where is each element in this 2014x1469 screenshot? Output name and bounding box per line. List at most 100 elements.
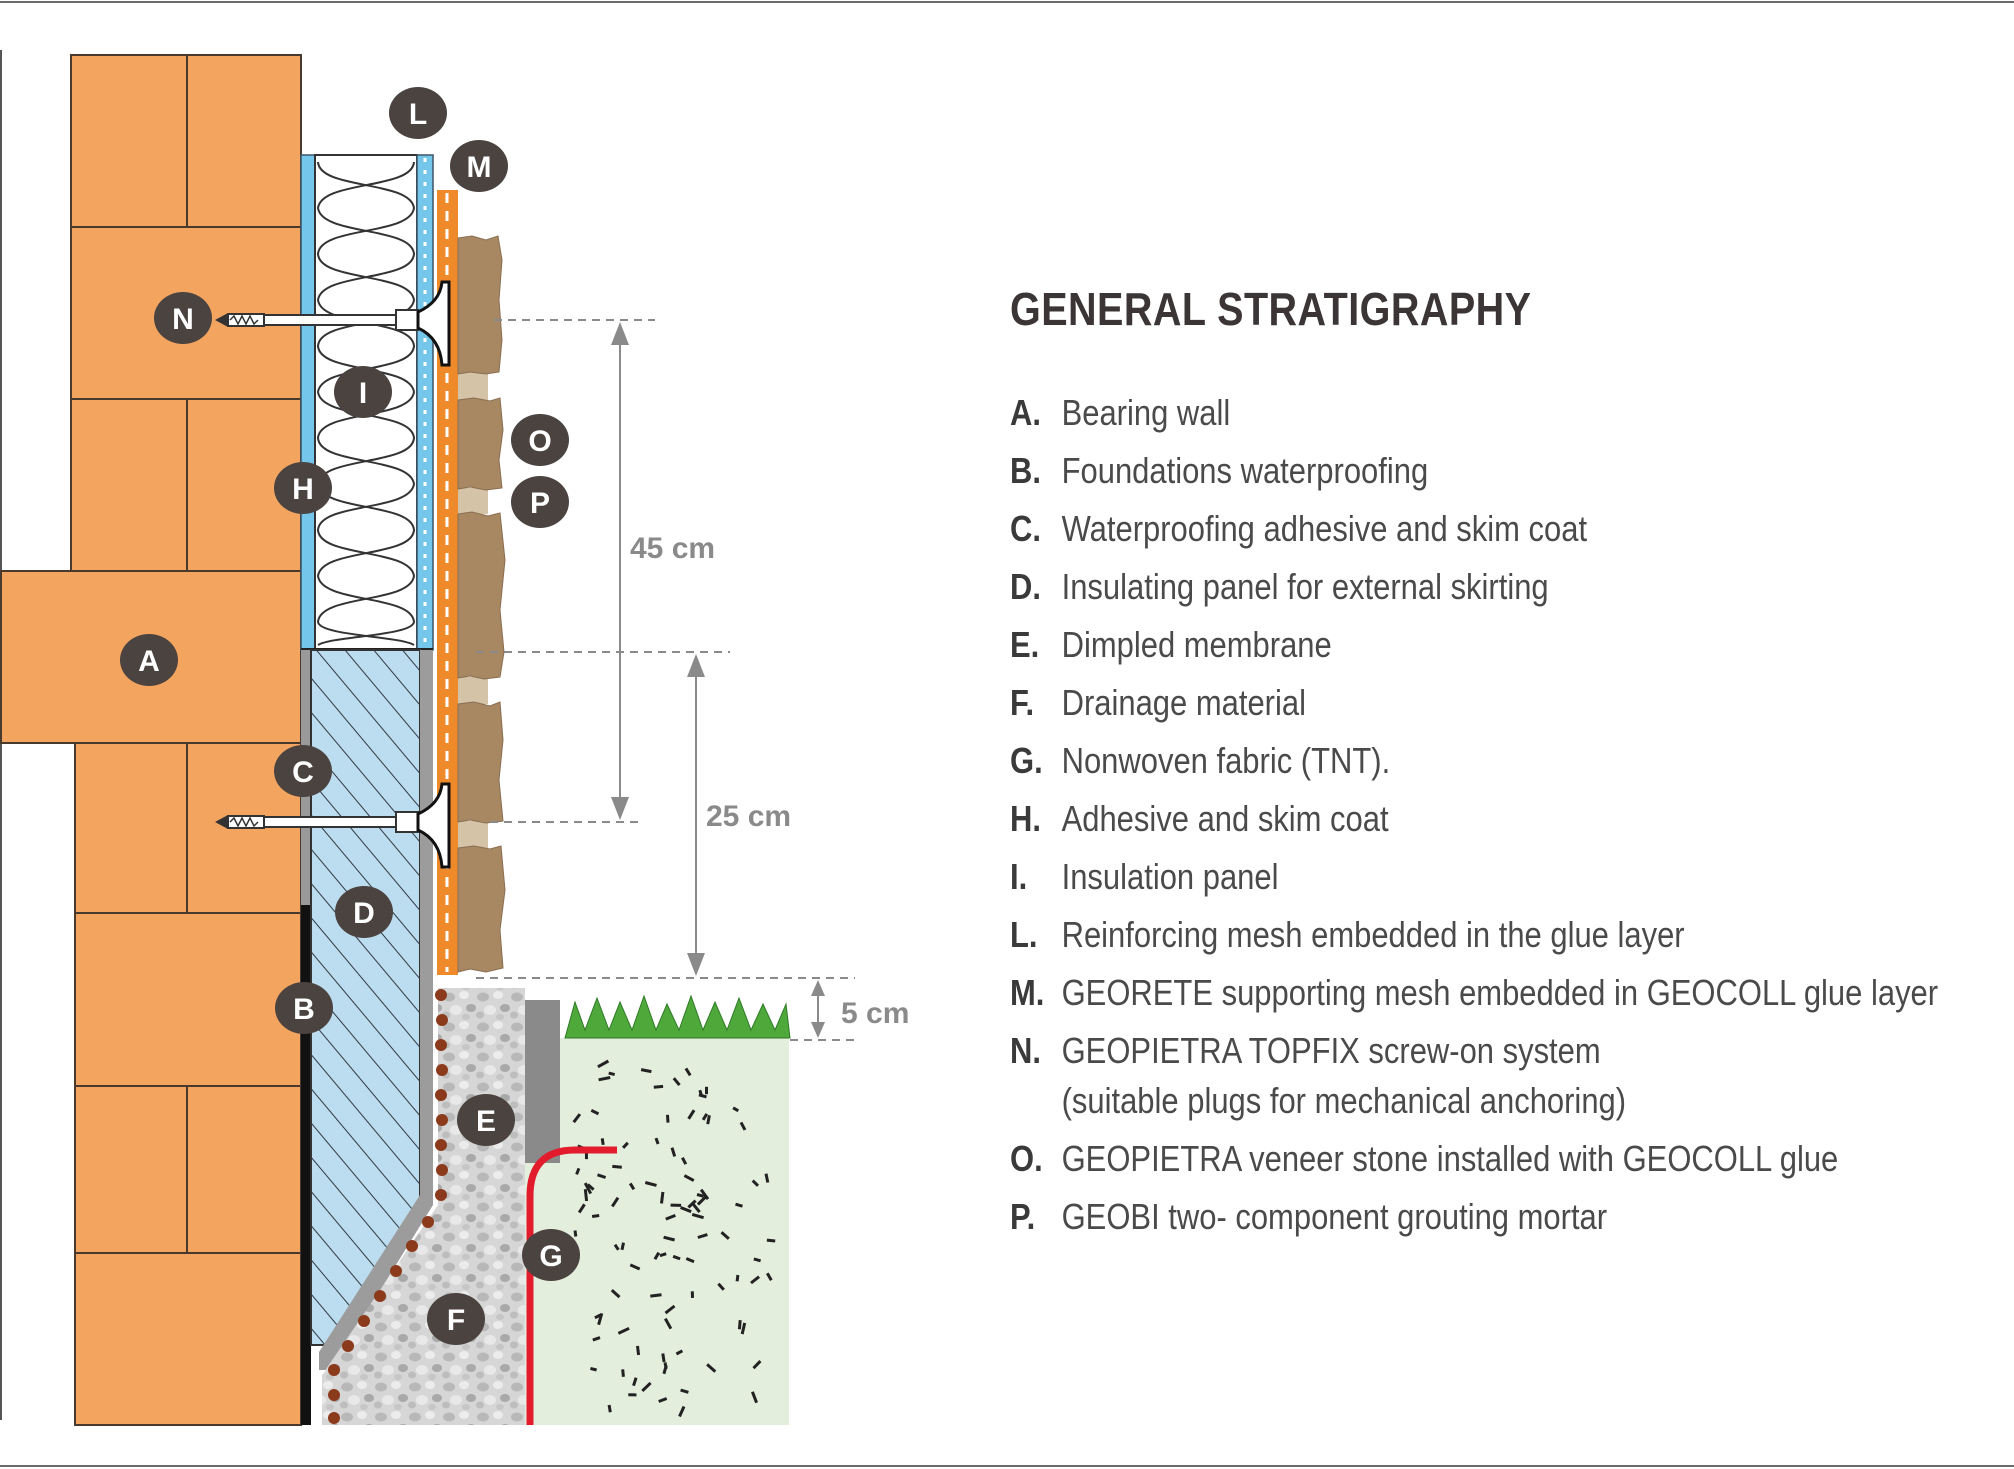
callout-label: I (359, 377, 367, 410)
legend-text: Bearing wall (1062, 388, 1231, 438)
legend-text-line: Insulating panel for external skirting (1061, 566, 1549, 607)
legend-text: GEOPIETRA TOPFIX screw-on system (suitabl… (1062, 1026, 1626, 1126)
legend-item: D.Insulating panel for external skirting (1010, 562, 1861, 612)
legend-text: Dimpled membrane (1062, 620, 1332, 670)
callout-label: O (528, 425, 551, 458)
legend-item: F.Drainage material (1010, 678, 1861, 728)
legend-item: L.Reinforcing mesh embedded in the glue … (1010, 910, 1861, 960)
callout-label: E (476, 1105, 496, 1138)
soil-dash (597, 1059, 610, 1069)
soil-dash (577, 1203, 586, 1214)
legend-text-line: GEOBI two- component grouting mortar (1061, 1196, 1608, 1237)
topfix-screw-upper (215, 280, 451, 367)
callout-n: N (154, 292, 212, 344)
legend-key: B. (1010, 450, 1041, 491)
soil-dash (699, 1188, 710, 1200)
soil-dash (701, 1113, 709, 1121)
soil-dash (670, 1147, 677, 1157)
soil-dash (617, 1326, 630, 1335)
soil-dash (683, 1174, 695, 1182)
soil-dash (658, 1397, 668, 1403)
brick (74, 912, 302, 1087)
soil-dash (608, 1071, 616, 1077)
callout-h: H (274, 462, 332, 514)
soil-dash (697, 1233, 708, 1239)
dimension-lines (476, 319, 855, 1041)
soil-dash (592, 1336, 601, 1342)
adhesive-skim-coat-layer (300, 154, 316, 651)
soil-dash (717, 1282, 725, 1291)
soil-dash (583, 1182, 593, 1195)
legend-text-line: GEOPIETRA TOPFIX screw-on system (1061, 1030, 1601, 1071)
callout-label: G (539, 1240, 562, 1273)
legend-item: A.Bearing wall (1010, 388, 1861, 438)
soil-dash (681, 1157, 688, 1165)
legend-text-line: Nonwoven fabric (TNT). (1061, 740, 1391, 781)
soil-dash (586, 1183, 595, 1191)
legend-text-line: Insulation panel (1061, 856, 1279, 897)
foundations-waterproofing (301, 905, 311, 1425)
brick (186, 54, 302, 228)
bottom-border (0, 1465, 2014, 1467)
callout-label: L (409, 98, 427, 131)
legend-text: Drainage material (1062, 678, 1306, 728)
soil-dash (750, 1275, 761, 1285)
soil-dash (611, 1196, 620, 1208)
callout-l: L (389, 87, 447, 139)
soil-dash (573, 1230, 578, 1237)
soil-dash (620, 1242, 625, 1251)
legend-item: H.Adhesive and skim coat (1010, 794, 1861, 844)
legend-title: GENERAL STRATIGRAPHY (1010, 283, 1532, 335)
legend-item: C. Waterproofing adhesive and skim coat (1010, 504, 1861, 554)
grout-joint (458, 821, 488, 848)
soil-dash (597, 1312, 604, 1326)
legend-text: Reinforcing mesh embedded in the glue la… (1062, 910, 1685, 960)
soil-dash (663, 1235, 675, 1242)
soil-dash (740, 1322, 747, 1335)
soil-dash (665, 1214, 676, 1221)
dimension-label-45cm: 45 cm (630, 532, 715, 565)
callout-label: C (292, 756, 314, 789)
dimension-label-25cm: 25 cm (706, 800, 791, 833)
legend-text: Waterproofing adhesive and skim coat (1062, 504, 1587, 554)
soil-dash (653, 1084, 664, 1089)
soil-dash (739, 1121, 747, 1131)
soil-dash (687, 1199, 697, 1209)
legend-text: Adhesive and skim coat (1062, 794, 1389, 844)
soil-dash (698, 1093, 707, 1099)
soil-dash (678, 1405, 686, 1418)
top-border (0, 1, 2014, 3)
soil-dash (575, 1167, 581, 1175)
legend-text: Nonwoven fabric (TNT). (1062, 736, 1391, 786)
legend-text-line: (suitable plugs for mechanical anchoring… (1061, 1080, 1627, 1121)
soil-dash (663, 1317, 673, 1330)
soil-dash (720, 1231, 730, 1240)
soil-dash (600, 1138, 605, 1146)
soil-dash (752, 1360, 762, 1370)
callout-label: M (467, 151, 492, 184)
dimension-labels: 45 cm 25 cm 5 cm (630, 532, 909, 1030)
legend-text: GEOBI two- component grouting mortar (1062, 1192, 1607, 1242)
legend-key: O. (1010, 1138, 1043, 1179)
membrane-edge (319, 650, 433, 1370)
legend-item: G.Nonwoven fabric (TNT). (1010, 736, 1861, 786)
legend-text-line: GEORETE supporting mesh embedded in GEOC… (1061, 972, 1939, 1013)
soil-dash (644, 1181, 657, 1187)
veneer-stone (457, 235, 503, 375)
soil-dash (659, 1252, 667, 1258)
soil-dash (691, 1202, 701, 1214)
legend-text: Foundations waterproofing (1062, 446, 1429, 496)
soil-dash (735, 1274, 740, 1282)
legend-key: I. (1010, 856, 1028, 897)
soil-dash (735, 1202, 743, 1208)
soil-dash (653, 1251, 661, 1260)
callout-d: D (335, 886, 393, 938)
soil-dash (691, 1212, 705, 1220)
soil-dash (640, 1068, 652, 1074)
callout-i: I (334, 366, 392, 418)
callout-o: O (511, 414, 569, 466)
legend-key: C. (1010, 508, 1041, 549)
callout-m: M (450, 140, 508, 192)
callout-e: E (457, 1094, 515, 1146)
soil-dash (766, 1238, 776, 1243)
